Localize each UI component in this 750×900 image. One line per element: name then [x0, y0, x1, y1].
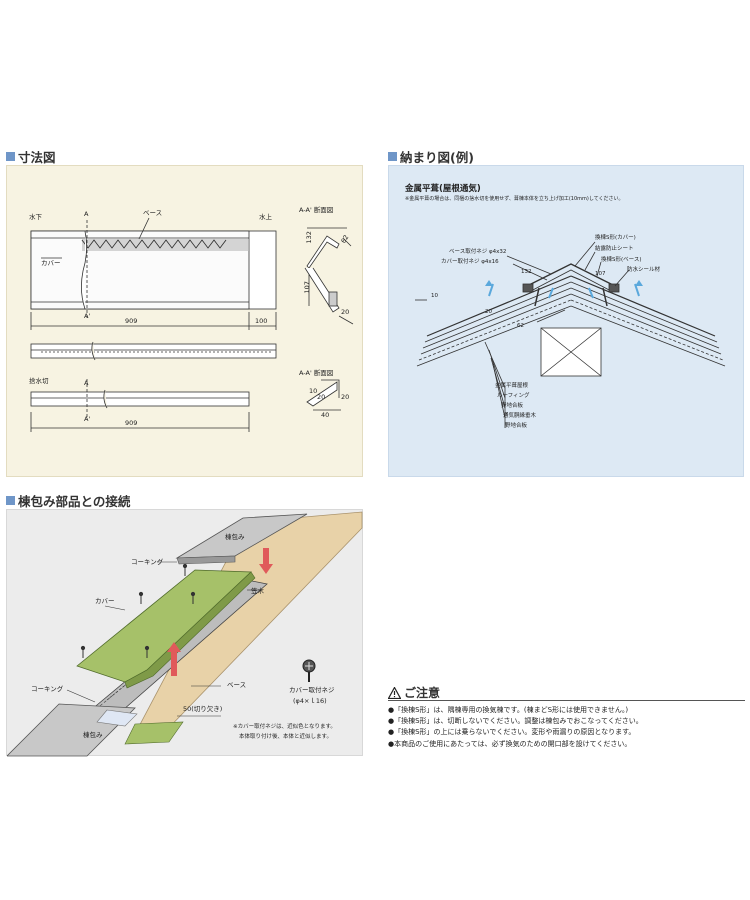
label-note-1: ※カバー取付ネジは、近似色となります。: [233, 724, 336, 730]
section-marker-icon: [388, 152, 397, 161]
label-note-2: 本体取り付け後、本体と近似します。: [239, 734, 332, 740]
label-base-screw: ベース取付ネジ φ4x32: [449, 249, 507, 255]
connection-title: 棟包み部品との接続: [18, 494, 131, 509]
label-water-cut: 捨水切: [29, 377, 49, 385]
label-caulking-left: コーキング: [31, 685, 64, 693]
label-d20: 20: [485, 309, 492, 315]
label-d132: 132: [304, 231, 313, 244]
label-anti-shrink: 結露防止シート: [595, 246, 634, 252]
label-munazutsumi-top: 棟包み: [225, 533, 245, 541]
label-screw-size: (φ4×ｌ16): [293, 697, 327, 705]
label-d107: 107: [595, 271, 606, 277]
label-d10: 10: [309, 387, 318, 395]
connection-heading: 棟包み部品との接続: [6, 491, 130, 510]
dimension-drawing: [30, 217, 354, 432]
label-sheathing: 野地合板: [501, 403, 524, 409]
label-cover: カバー: [95, 597, 115, 605]
label-909b: 909: [125, 419, 138, 427]
label-base-s: 換棟S形(ベース): [601, 257, 642, 263]
caution-list: ●「換棟S形」は、隅棟専用の換気棟です。(棟まどS形には使用できません。) ●「…: [388, 705, 748, 750]
install-note: ※金属平葺の場合は、同梱の捨水切を使用せず、葺棟本体を立ち上げ加工(10mm)し…: [405, 196, 624, 202]
label-a-top2: A: [84, 379, 89, 387]
label-roofing: ルーフィング: [497, 393, 530, 399]
label-caulking-top: コーキング: [131, 558, 164, 566]
label-100: 100: [255, 317, 268, 325]
install-heading: 納まり図(例): [388, 147, 474, 166]
warning-icon: [388, 686, 401, 699]
label-section-aa-2: A-A' 断面図: [299, 369, 334, 377]
install-subtitle: 金属平葺(屋根通気): [405, 184, 481, 194]
label-section-aa-1: A-A' 断面図: [299, 206, 334, 214]
install-title: 納まり図(例): [400, 150, 474, 165]
label-cover: カバー: [41, 259, 61, 267]
label-base: ベース: [227, 681, 247, 689]
caution-divider: [388, 700, 745, 701]
label-d132: 132: [521, 269, 532, 275]
label-d40: 40: [321, 411, 330, 419]
label-909: 909: [125, 317, 138, 325]
connection-drawing: [7, 511, 363, 757]
screw-icon: [302, 659, 316, 682]
label-cover-screw: カバー取付ネジ φ4x16: [441, 259, 499, 265]
label-d20c: 20: [341, 393, 350, 401]
label-mizukami: 水上: [259, 213, 272, 221]
caution-item: ●「換棟S形」は、隅棟専用の換気棟です。(棟まどS形には使用できません。): [388, 706, 629, 714]
section-marker-icon: [6, 152, 15, 161]
install-drawing-panel: 金属平葺(屋根通気) ※金属平葺の場合は、同梱の捨水切を使用せず、葺棟本体を立ち…: [388, 165, 744, 477]
label-d20: 20: [341, 308, 350, 316]
label-kasagi: 笠木: [251, 587, 264, 595]
label-mizushita: 水下: [29, 213, 42, 221]
label-d20b: 20: [317, 393, 326, 401]
label-d62: 62: [517, 323, 524, 329]
label-a-top: A: [84, 210, 89, 218]
label-sheathing2: 野地合板: [505, 423, 528, 429]
label-cover-s: 換棟S形(カバー): [595, 235, 636, 241]
caution-title: ご注意: [404, 686, 441, 700]
label-cut-50: 50(切り欠き): [183, 705, 223, 713]
label-metal-roof: 金属平葺屋根: [495, 383, 529, 389]
dimension-drawing-panel: 水下 水上 ベース カバー A A' 909 100 A-A' 断面図 132 …: [6, 165, 363, 477]
label-seal: 防水シール材: [627, 267, 661, 273]
label-screw: カバー取付ネジ: [289, 686, 335, 694]
label-d107: 107: [302, 281, 311, 294]
caution-item: ●「換棟S形」の上には乗らないでください。変形や雨漏りの原因となります。: [388, 728, 636, 737]
dimension-heading: 寸法図: [6, 147, 56, 166]
caution-heading: ご注意: [388, 684, 440, 701]
dimension-title: 寸法図: [18, 150, 56, 165]
install-drawing: [415, 241, 726, 428]
label-a-bottom2: A': [84, 415, 91, 423]
label-d10: 10: [431, 293, 438, 299]
label-a-bottom: A': [84, 312, 91, 320]
section-marker-icon: [6, 496, 15, 505]
caution-item: ●本商品のご使用にあたっては、必ず換気のための開口部を設けてください。: [388, 739, 632, 748]
caution-item: ●「換棟S形」は、切断しないでください。調整は棟包みでおこなってください。: [388, 717, 643, 726]
label-base: ベース: [143, 209, 163, 217]
label-munazutsumi-bottom: 棟包み: [83, 731, 103, 739]
label-ventilation: 通気胴縁垂木: [503, 413, 537, 419]
connection-drawing-panel: 棟包み コーキング カバー 笠木 ベース コーキング 棟包み 50(切り欠き) …: [6, 509, 363, 757]
